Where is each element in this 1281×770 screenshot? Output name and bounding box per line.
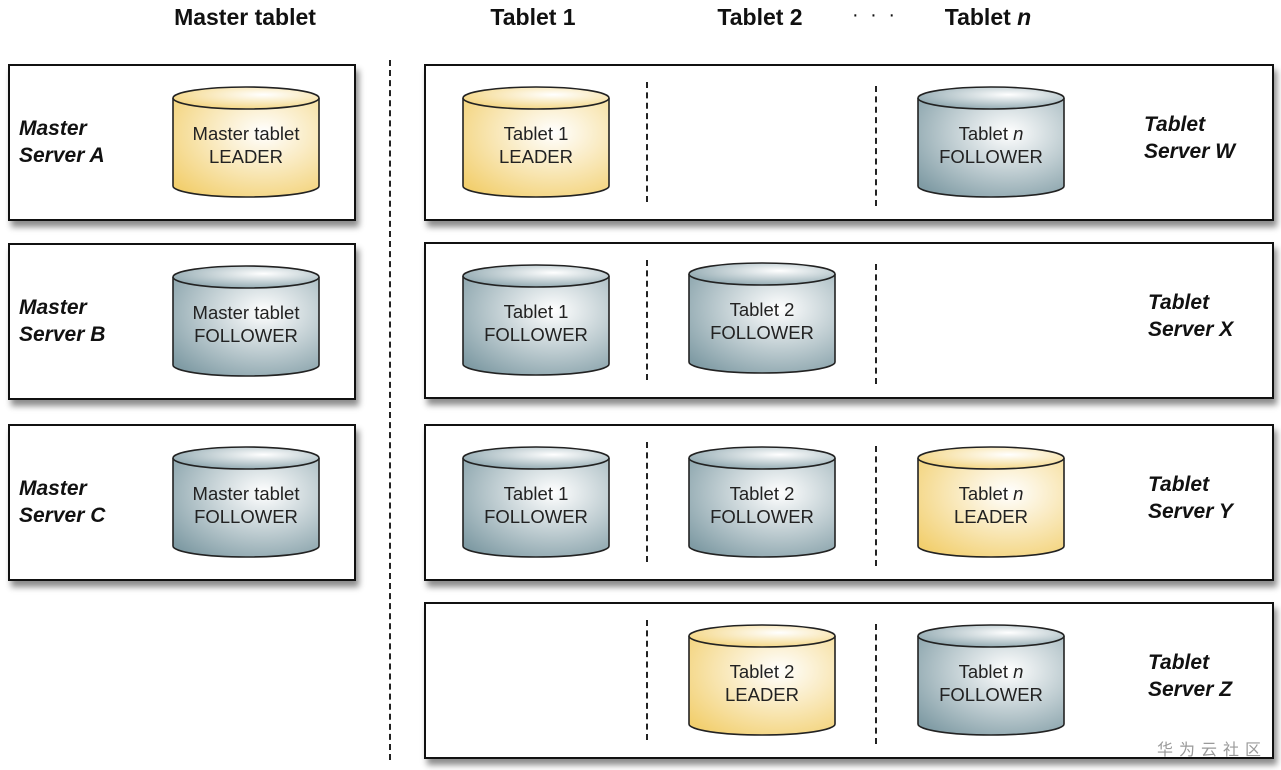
server-label-line1: Master: [19, 296, 87, 319]
server-label-line2: Server B: [19, 323, 106, 346]
leader-cylinder-shape: [688, 624, 836, 736]
tablet-column-separator: [646, 260, 648, 380]
server-label-line1: Tablet: [1148, 651, 1210, 674]
tablet-name: Tablet 1: [503, 483, 569, 504]
server-label-line2: Server Z: [1148, 678, 1233, 701]
server-label-line1: Tablet: [1148, 473, 1210, 496]
follower-cylinder-shape: [917, 624, 1065, 736]
tablet-role: LEADER: [498, 146, 574, 167]
tablet-name-prefix: Tablet: [958, 661, 1014, 682]
server-label-line1: Tablet: [1144, 113, 1206, 136]
tablet-role: FOLLOWER: [939, 684, 1043, 705]
tablet-column-separator: [875, 446, 877, 566]
tablet-role: LEADER: [208, 146, 284, 167]
tablet-role: FOLLOWER: [194, 325, 298, 346]
tablet-name: Tablet 2: [729, 483, 795, 504]
tablet-name: Tablet n: [917, 660, 1065, 683]
tablet-column-separator: [646, 442, 648, 562]
tablet-column-separator: [646, 620, 648, 740]
header-master-tablet: Master tablet: [174, 4, 316, 30]
tablet-column-separator: [646, 82, 648, 202]
tablet-name-prefix: Tablet: [958, 123, 1014, 144]
server-label-line2: Server C: [19, 504, 106, 527]
tablet-column-separator: [875, 86, 877, 206]
server-label-line2: Server W: [1144, 140, 1236, 163]
tablet-name: Tablet n: [917, 482, 1065, 505]
tablet-name: Tablet 2: [729, 661, 795, 682]
server-label-line1: Tablet: [1148, 291, 1210, 314]
tablet-column-separator: [875, 264, 877, 384]
follower-cylinder-shape: [688, 262, 836, 374]
tablet-name-var: n: [1013, 483, 1024, 504]
header-tablet-n: Tablet n: [868, 4, 1108, 31]
follower-cylinder-shape: [172, 446, 320, 558]
tablet-role: LEADER: [953, 506, 1029, 527]
server-label-line1: Master: [19, 117, 87, 140]
leader-cylinder-shape: [917, 446, 1065, 558]
tablet-role: FOLLOWER: [710, 322, 814, 343]
server-label-line2: Server Y: [1148, 500, 1233, 523]
follower-cylinder-shape: [917, 86, 1065, 198]
tablet-name: Master tablet: [192, 123, 300, 144]
header-tablet-2: Tablet 2: [717, 4, 803, 30]
header-tablet-n-var: n: [1017, 4, 1032, 30]
header-tablet-n-prefix: Tablet: [944, 4, 1018, 30]
follower-cylinder-shape: [172, 265, 320, 377]
leader-cylinder-shape: [172, 86, 320, 198]
master-tablet-separator: [389, 60, 391, 760]
tablet-name-var: n: [1013, 123, 1024, 144]
tablet-name-prefix: Tablet: [958, 483, 1014, 504]
tablet-name: Master tablet: [192, 483, 300, 504]
tablet-name: Master tablet: [192, 302, 300, 323]
tablet-name: Tablet 1: [503, 123, 569, 144]
leader-cylinder-shape: [462, 86, 610, 198]
tablet-role: FOLLOWER: [484, 506, 588, 527]
tablet-name: Tablet 1: [503, 301, 569, 322]
tablet-name: Tablet n: [917, 122, 1065, 145]
tablet-column-separator: [875, 624, 877, 744]
follower-cylinder-shape: [462, 264, 610, 376]
tablet-name-var: n: [1013, 661, 1024, 682]
tablet-role: FOLLOWER: [710, 506, 814, 527]
tablet-role: FOLLOWER: [484, 324, 588, 345]
tablet-role: FOLLOWER: [939, 146, 1043, 167]
watermark: 华为云社区: [1156, 742, 1267, 759]
follower-cylinder-shape: [688, 446, 836, 558]
header-tablet-1: Tablet 1: [490, 4, 576, 30]
header-ellipsis: · · ·: [851, 4, 899, 26]
server-label-line1: Master: [19, 477, 87, 500]
tablet-name: Tablet 2: [729, 299, 795, 320]
tablet-role: LEADER: [724, 684, 800, 705]
tablet-role: FOLLOWER: [194, 506, 298, 527]
server-label-line2: Server A: [19, 144, 105, 167]
server-label-line2: Server X: [1148, 318, 1234, 341]
follower-cylinder-shape: [462, 446, 610, 558]
